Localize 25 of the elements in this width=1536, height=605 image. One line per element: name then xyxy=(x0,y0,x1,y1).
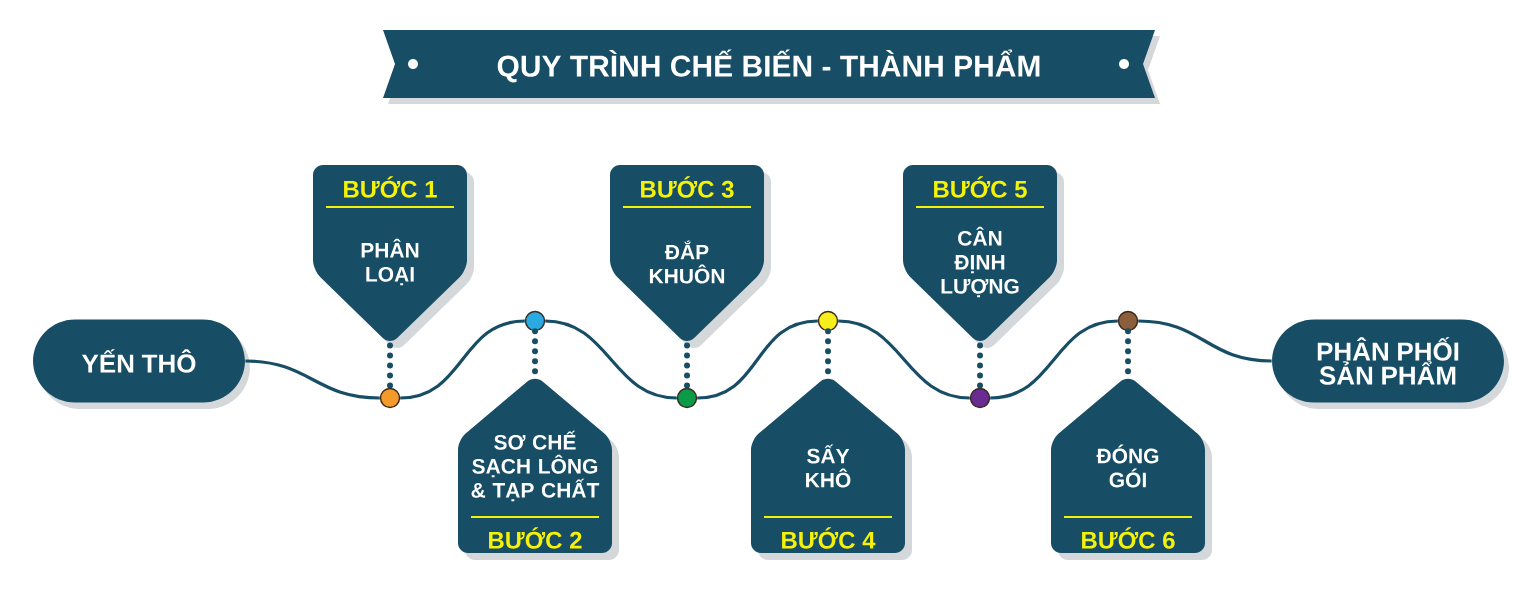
wavy-line xyxy=(697,319,818,400)
step-box: SẤY KHÔ BƯỚC 4 xyxy=(751,378,912,560)
wavy-line xyxy=(245,359,380,400)
wavy-line xyxy=(545,319,677,400)
rounded-box: PHÂN PHỐI SẢN PHẨM xyxy=(1272,319,1509,409)
dot-marker xyxy=(969,387,991,409)
dot-marker xyxy=(524,310,546,332)
dotted-connector xyxy=(387,342,393,391)
dot-marker xyxy=(817,310,839,332)
dot-marker xyxy=(676,387,698,409)
dotted-connector xyxy=(977,342,983,391)
dot-marker xyxy=(1117,310,1139,332)
dotted-connector xyxy=(684,342,690,391)
dot-marker xyxy=(379,387,401,409)
step-box: BƯỚC 5 CÂN ĐỊNH LƯỢNG xyxy=(903,165,1064,348)
step-box: SƠ CHẾ SẠCH LÔNG & TẠP CHẤT BƯỚC 2 xyxy=(458,378,619,560)
step-box: ĐÓNG GÓI BƯỚC 6 xyxy=(1051,378,1212,560)
rounded-box: YẾN THÔ xyxy=(33,319,250,409)
title-banner: QUY TRÌNH CHẾ BIẾN - THÀNH PHẨM xyxy=(383,30,1160,104)
wavy-line xyxy=(990,319,1118,400)
wavy-line xyxy=(1138,319,1272,363)
step-box: BƯỚC 1 PHÂN LOẠI xyxy=(313,165,474,348)
wavy-line xyxy=(400,319,525,400)
step-box: BƯỚC 3 ĐẮP KHUÔN xyxy=(610,165,771,348)
wavy-line xyxy=(838,319,970,400)
